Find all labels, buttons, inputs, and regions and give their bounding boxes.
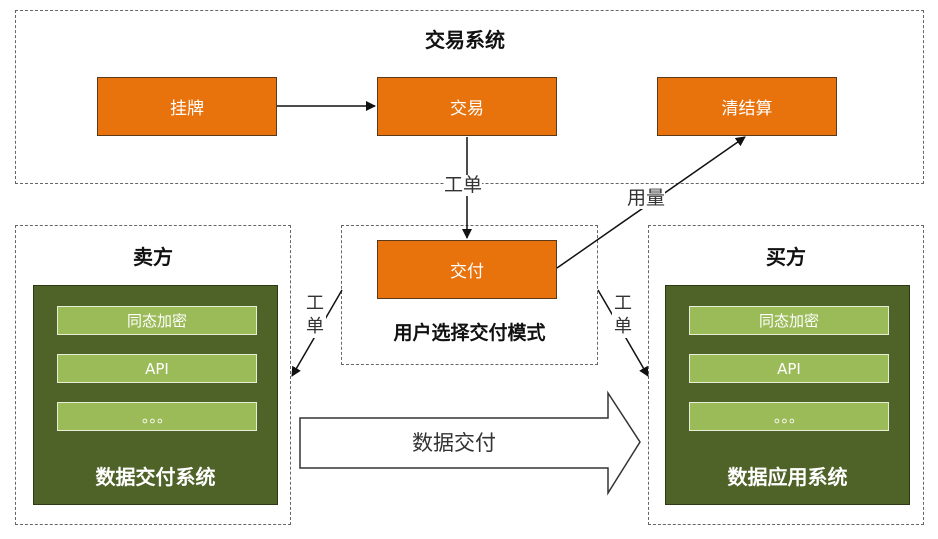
seller-container [15, 225, 291, 525]
seller-item-more: 。。。 [57, 402, 257, 431]
buyer-item-more: 。。。 [689, 402, 889, 431]
ticket-label-right: 工单 [612, 293, 634, 338]
listing-box: 挂牌 [97, 77, 277, 136]
ticket-label-left: 工单 [304, 293, 326, 338]
delivery-mode-container [341, 225, 598, 365]
seller-title: 卖方 [133, 245, 173, 269]
ticket-label-center: 工单 [444, 174, 483, 196]
seller-item-homomorphic: 同态加密 [57, 306, 257, 335]
buyer-system-title: 数据应用系统 [727, 465, 848, 489]
seller-item-api: API [57, 354, 257, 383]
usage-label: 用量 [627, 187, 666, 209]
buyer-item-api: API [689, 354, 889, 383]
trading-system-title: 交易系统 [425, 28, 505, 52]
data-delivery-label: 数据交付 [412, 431, 496, 455]
trade-box: 交易 [377, 77, 557, 136]
seller-system-title: 数据交付系统 [95, 465, 216, 489]
buyer-item-homomorphic: 同态加密 [689, 306, 889, 335]
settlement-box: 清结算 [657, 77, 837, 136]
delivery-mode-label: 用户选择交付模式 [393, 322, 546, 344]
delivery-box: 交付 [377, 240, 557, 299]
data-delivery-arrow [299, 390, 641, 496]
buyer-title: 买方 [766, 245, 806, 269]
